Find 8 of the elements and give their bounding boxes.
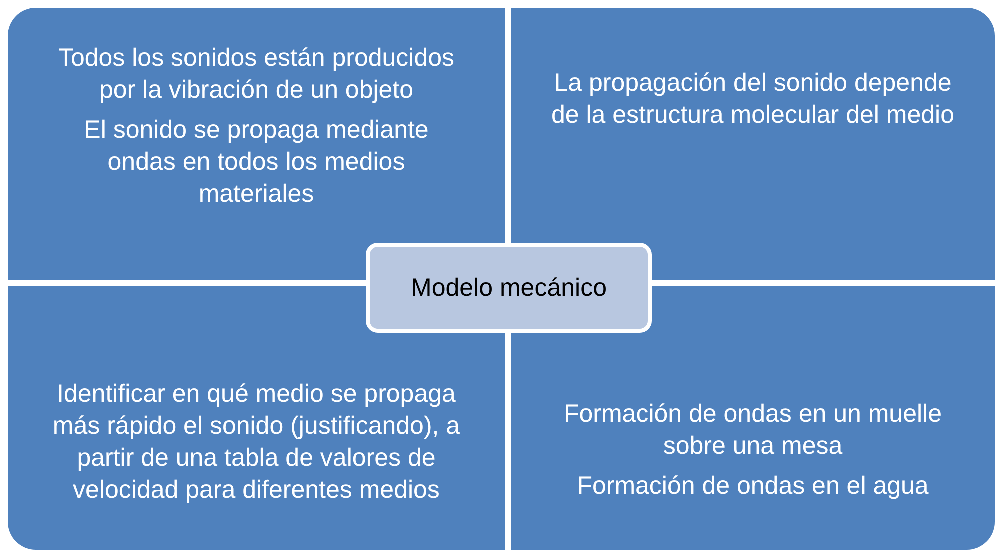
panel-text: La propagación del sonido depende de la estructura molecular del medio [551, 68, 955, 131]
panel-text: Formación de ondas en el agua [577, 471, 929, 502]
panel-text: Formación de ondas en un muelle sobre una mesa [562, 399, 943, 462]
panel-text: Identificar en qué medio se propaga más rápido el sonido (justificando), a partir de una tabla de valores de velocidad para diferentes medios [52, 379, 462, 506]
panel-text: Todos los sonidos están producidos por la vibración de un objeto [57, 43, 456, 106]
panel-text: El sonido se propaga mediante ondas en todos los medios materiales [83, 115, 430, 210]
center-box [366, 243, 652, 333]
center-label: Modelo mecánico [411, 273, 607, 304]
